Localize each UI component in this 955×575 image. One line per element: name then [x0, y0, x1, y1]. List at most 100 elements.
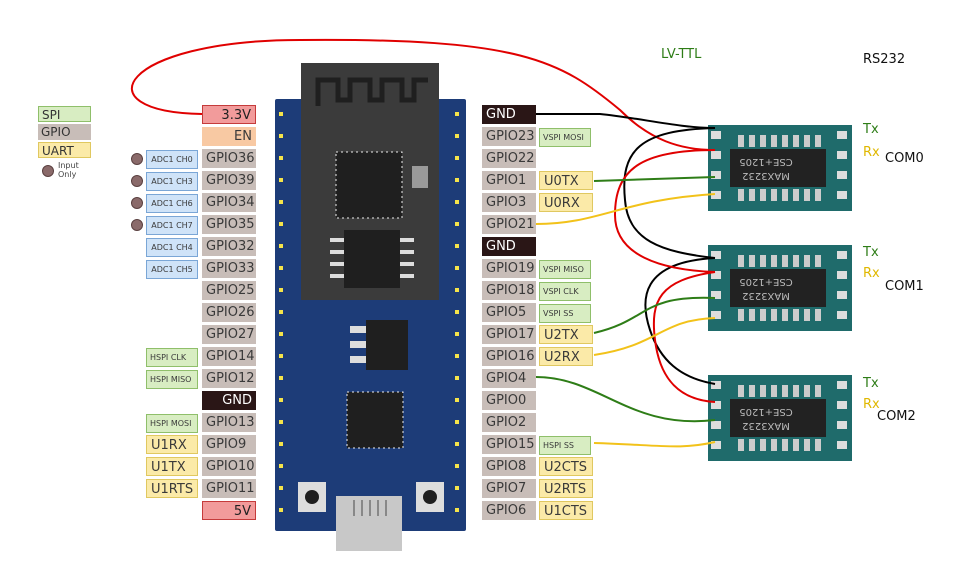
chip-pin: [793, 309, 799, 321]
module-pad: [837, 251, 847, 259]
adc-label: ADC1 CH0: [146, 150, 198, 169]
chip-pin: [760, 385, 766, 397]
wire-hspi-ss: [593, 441, 716, 448]
chip-pin: [804, 255, 810, 267]
pin-label-gpio23: GPIO23: [482, 127, 536, 146]
module-pad: [837, 271, 847, 279]
pin-label-gpio34: GPIO34: [202, 193, 256, 212]
regulator: [366, 320, 408, 370]
flash-pins: [330, 238, 414, 278]
wire-vcc-com1: [613, 149, 716, 273]
chip-model-text: MAX3232: [742, 420, 790, 431]
header-pins: [279, 112, 459, 512]
chip-pin: [771, 255, 777, 267]
vspi-label: HSPI SS: [539, 436, 591, 455]
header-pin: [455, 200, 459, 204]
vspi-label: VSPI MISO: [539, 260, 591, 279]
pin-label-gpio3: GPIO3: [482, 193, 536, 212]
chip-pin: [749, 135, 755, 147]
wire-vcc-com2: [652, 271, 716, 403]
wire-u0rx: [535, 193, 716, 225]
chip-pin: [760, 255, 766, 267]
chip-pin: [760, 439, 766, 451]
com2-tx-label: Tx: [863, 376, 879, 391]
header-pin: [455, 442, 459, 446]
chip-model-text: MAX3232: [742, 170, 790, 181]
module-pad: [711, 291, 721, 299]
antenna-trace-icon: [315, 77, 428, 106]
chip-pin: [771, 309, 777, 321]
header-pin: [279, 288, 283, 292]
module-pad: [837, 191, 847, 199]
pin-label-gpio13: GPIO13: [202, 413, 256, 432]
esp32-chip: [335, 151, 403, 219]
vspi-label: VSPI MOSI: [539, 128, 591, 147]
chip-pin: [749, 309, 755, 321]
input-only-dot: [131, 197, 143, 209]
wires: [535, 113, 716, 448]
com1-name: COM1: [885, 279, 924, 294]
chip-pin: [771, 135, 777, 147]
adc-label: ADC1 CH6: [146, 194, 198, 213]
chip-pin: [771, 189, 777, 201]
chip-pin: [793, 189, 799, 201]
module-pad: [711, 381, 721, 389]
com2-name: COM2: [877, 409, 916, 424]
legend-uart: UART: [38, 142, 91, 158]
header-pin: [279, 222, 283, 226]
module-pad: [711, 251, 721, 259]
header-pin: [279, 244, 283, 248]
pin-label-gpio2: GPIO2: [482, 413, 536, 432]
header-pin: [455, 420, 459, 424]
chip-pin: [738, 189, 744, 201]
header-pin: [279, 420, 283, 424]
header-pin: [279, 486, 283, 490]
wire-u2tx: [593, 296, 716, 334]
uart-label: U0RX: [539, 193, 593, 212]
module-pad: [837, 291, 847, 299]
vspi-label: VSPI CLK: [539, 282, 591, 301]
header-pin: [279, 266, 283, 270]
module-pad: [711, 401, 721, 409]
pin-label-gpio15: GPIO15: [482, 435, 536, 454]
chip-pin: [738, 135, 744, 147]
header-pin: [455, 310, 459, 314]
chip-pin: [738, 309, 744, 321]
chip-pin: [771, 439, 777, 451]
max3232-chip: [730, 149, 826, 187]
header-pin: [455, 244, 459, 248]
chip-pin: [815, 385, 821, 397]
pin-label-gpio26: GPIO26: [202, 303, 256, 322]
module-pad: [837, 401, 847, 409]
header-pin: [279, 310, 283, 314]
pin-label-gpio25: GPIO25: [202, 281, 256, 300]
header-pin: [455, 486, 459, 490]
chip-pin: [804, 189, 810, 201]
chip-pin: [760, 135, 766, 147]
pin-label-gnd: GND: [202, 391, 256, 410]
input-only-dot: [131, 219, 143, 231]
chip-pin: [793, 385, 799, 397]
crystal: [412, 166, 428, 188]
adc-label: ADC1 CH4: [146, 238, 198, 257]
chip-pin: [815, 309, 821, 321]
pin-label-gpio7: GPIO7: [482, 479, 536, 498]
uart-label: U1RTS: [146, 479, 198, 498]
header-pin: [279, 134, 283, 138]
pin-label-gpio12: GPIO12: [202, 369, 256, 388]
header-pin: [279, 178, 283, 182]
hspi-label: HSPI MISO: [146, 370, 198, 389]
pin-label-gpio14: GPIO14: [202, 347, 256, 366]
chip-pin: [749, 385, 755, 397]
chip-pin: [760, 309, 766, 321]
chip-model-text: MAX3232: [742, 290, 790, 301]
header-pin: [455, 354, 459, 358]
header-pin: [279, 200, 283, 204]
com0-tx-label: Tx: [863, 122, 879, 137]
com0-rx-label: Rx: [863, 145, 880, 160]
chip-pin: [815, 189, 821, 201]
regulator-pins: [350, 326, 366, 363]
chip-pin: [782, 309, 788, 321]
